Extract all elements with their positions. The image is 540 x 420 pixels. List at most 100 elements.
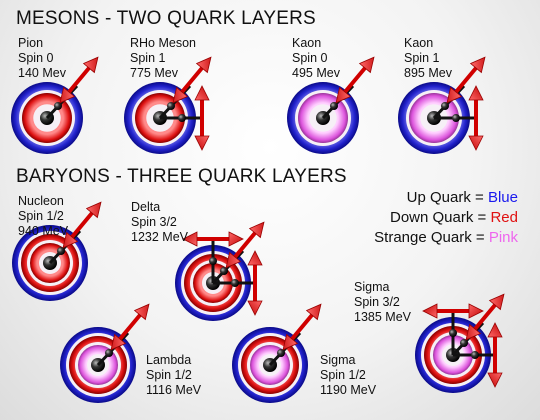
particle-spin: Spin 1/2 [320,368,366,382]
spin-arrow-diagonal [282,303,322,351]
particle-spin: Spin 1 [404,51,440,65]
node-ball [452,114,460,122]
arrow-head [62,231,79,249]
arrow-head [446,86,463,104]
particle-name: Nucleon [18,194,64,208]
arrow-head [225,251,242,269]
particle-nucleon [12,201,102,301]
arrow-head [282,333,299,351]
spin-arrow-horizontal [182,231,244,247]
spin-arrow-diagonal [225,221,265,269]
arrow-head [248,221,265,239]
arrow-head [422,303,438,319]
particle-label-kaon-spin1: Kaon Spin 1 895 Mev [404,36,452,81]
particle-kaon1 [398,56,486,154]
arrow-head [305,303,322,321]
legend-value: Pink [488,229,518,246]
particle-energy: 1190 MeV [320,383,377,397]
arrow-head [358,56,375,74]
particle-name: Delta [131,200,161,214]
legend-label: Strange Quark = [374,229,489,246]
particle-spin: Spin 1 [130,51,166,65]
arrow-shaft [343,66,367,94]
legend-label: Up Quark = [406,189,488,206]
node-ball [105,349,113,357]
mesons-heading: MESONS - TWO QUARK LAYERS [16,8,316,29]
particle-label-pion: Pion Spin 0 140 Mev [18,36,66,81]
legend-value: Blue [487,189,518,206]
particle-energy: 1385 MeV [354,310,411,324]
arrow-shaft [473,303,497,331]
particle-spin: Spin 0 [18,51,54,65]
arrow-head [194,135,210,151]
particle-sigma12 [232,303,322,403]
arrow-shaft [70,211,94,239]
node-ball [231,279,239,287]
arrow-head [247,300,263,316]
arrow-head [182,231,198,247]
arrow-head [82,56,99,74]
particle-label-kaon-spin0: Kaon Spin 0 495 Mev [292,36,340,81]
arrow-shaft [118,313,142,341]
arrow-head [228,231,244,247]
arrow-shaft [233,231,257,259]
arrow-shaft [454,66,478,94]
particle-label-sigma-spin32: Sigma Spin 3/2 1385 MeV [354,280,411,325]
arrow-head [85,201,102,219]
particle-kaon0 [287,56,375,154]
node-ball [449,329,457,337]
arrow-head [487,322,503,338]
spin-arrow-horizontal [422,303,484,319]
legend-down-quark: Down Quark = Red [318,208,518,228]
spin-arrow-diagonal [465,293,505,341]
arrow-shaft [67,66,91,94]
arrow-head [468,85,484,101]
arrow-head [469,56,486,74]
particle-energy: 1116 MeV [146,383,202,397]
particle-spin: Spin 3/2 [131,215,177,229]
arrow-head [133,303,150,321]
arrow-head [195,56,212,74]
node-ball [209,257,217,265]
arrow-head [488,293,505,311]
particle-label-sigma-spin12: Sigma Spin 1/2 1190 MeV [320,353,376,398]
spin-arrow-vertical [468,85,484,151]
arrow-head [194,85,210,101]
node-ball [460,339,468,347]
arrow-head [110,333,127,351]
particle-name: Pion [18,36,44,50]
particle-spin: Spin 0 [292,51,328,65]
particle-energy: 895 Mev [404,66,452,80]
particle-spin: Spin 1/2 [146,368,192,382]
spin-arrow-vertical [194,85,210,151]
particle-rho [124,56,212,154]
particle-name: RHo Meson [130,36,196,50]
arrow-head [468,303,484,319]
node-ball [220,267,228,275]
arrow-shaft [290,313,314,341]
particle-delta [175,221,265,321]
arrow-head [487,372,503,388]
particle-label-delta: Delta Spin 3/2 1232 MeV [131,200,188,245]
spin-arrow-diagonal [59,56,99,104]
spin-arrow-diagonal [110,303,150,351]
arrow-head [172,86,189,104]
spin-arrow-diagonal [335,56,375,104]
node-ball [167,102,175,110]
spin-arrow-diagonal [62,201,102,249]
node-ball [277,349,285,357]
spin-arrow-vertical [247,250,263,316]
node-ball [57,247,65,255]
arrow-head [465,323,482,341]
particle-energy: 940 MeV [18,224,69,238]
particle-label-lambda: Lambda Spin 1/2 1116 MeV [146,353,201,398]
node-ball [54,102,62,110]
node-ball [178,114,186,122]
particle-name: Lambda [146,353,192,367]
particle-energy: 140 Mev [18,66,66,80]
particle-spin: Spin 3/2 [354,295,400,309]
arrow-head [59,86,76,104]
spin-arrow-diagonal [172,56,212,104]
